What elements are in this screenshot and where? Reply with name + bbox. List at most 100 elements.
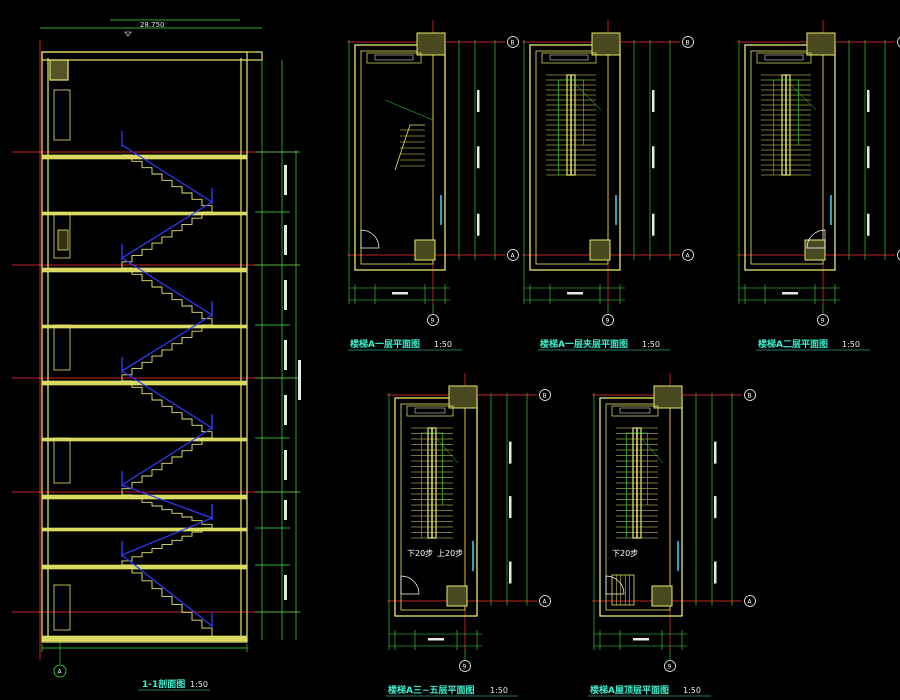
plan-scale: 1:50 <box>434 340 452 349</box>
stair-down-label: 下20步 <box>407 549 433 558</box>
plan-outer-wall <box>599 397 683 617</box>
axis-bubble-a <box>539 595 551 607</box>
section-dimension-lines <box>40 19 300 652</box>
axis-label-b: B <box>511 40 515 47</box>
stair-plan-drawings: BA9楼梯A一层平面图1:50BA9楼梯A一层夹层平面图1:50BA9楼梯A二层… <box>347 20 900 697</box>
section-caption: 1-1剖面图 <box>142 678 185 690</box>
axis-label-a: A <box>686 253 691 260</box>
stair-flight-steps <box>122 267 213 325</box>
axis-bubble-b <box>744 389 756 401</box>
plan-outer-wall <box>354 44 446 271</box>
stair-handrail-line <box>121 144 213 203</box>
section-axis-label: A <box>58 669 63 676</box>
section-walls <box>41 51 263 643</box>
plan-stair-treads <box>546 74 602 176</box>
plan-scale: 1:50 <box>683 686 701 695</box>
stair-plan-4: B A 9 下20步上20步楼梯A三~五层平面图 1:50 <box>386 373 551 697</box>
section-stair-flights <box>121 131 213 636</box>
plan-outer-wall <box>394 397 478 617</box>
section-dim-text-blocks <box>284 165 301 600</box>
section-openings <box>53 89 71 631</box>
plan-caption: 楼梯A二层平面图 <box>758 338 828 350</box>
stair-plan-3: BA9 楼梯A二层平面图 1:50 <box>737 20 900 351</box>
stair-flight-steps <box>121 527 212 565</box>
plan-scale: 1:50 <box>642 340 660 349</box>
plan-axis-bubbles: BA9 <box>427 36 519 326</box>
stair-handrail-line <box>121 314 213 372</box>
axis-bubble-a <box>897 249 900 261</box>
stair-handrail-line <box>121 484 213 519</box>
section-axis-bubble <box>53 664 67 678</box>
stair-down-label: 下20步 <box>612 549 638 558</box>
axis-label-9: 9 <box>668 664 672 671</box>
stair-flight-steps <box>121 211 212 268</box>
roof-hatch <box>611 574 635 606</box>
plan-stair-treads <box>411 427 459 539</box>
plan-stair-treads <box>384 99 434 171</box>
plan-caption: 楼梯A屋顶层平面图 <box>590 684 669 696</box>
section-floor-slabs <box>41 154 248 642</box>
axis-bubble-a <box>744 595 756 607</box>
axis-bubble-b <box>682 36 694 48</box>
axis-bubble-a <box>507 249 519 261</box>
elevation-marker-icon <box>124 31 132 37</box>
stair-handrail-line <box>121 427 213 486</box>
plan-scale: 1:50 <box>490 686 508 695</box>
stair-plan-2: B A 9 楼梯A一层夹层平面图 1:50 <box>522 20 694 351</box>
axis-label-9: 9 <box>821 318 825 325</box>
plan-stair-treads <box>761 74 817 176</box>
axis-label-9: 9 <box>431 318 435 325</box>
plan-caption: 楼梯A一层夹层平面图 <box>540 338 628 350</box>
axis-bubble-a <box>682 249 694 261</box>
stair-flight-steps <box>122 494 213 528</box>
axis-label-b: B <box>543 393 547 400</box>
stair-flight-steps <box>122 154 213 212</box>
plan-dimension-lines <box>523 40 671 304</box>
section-top-elevation: 28.750 <box>140 21 165 29</box>
stair-plan-1: BA9 楼梯A一层平面图 1:50 <box>347 20 519 351</box>
axis-label-b: B <box>748 393 752 400</box>
stair-handrail-line <box>121 370 213 429</box>
plan-dimension-lines <box>388 393 528 650</box>
axis-label-a: A <box>748 599 753 606</box>
section-scale: 1:50 <box>190 680 208 689</box>
plan-axis-bubbles: B A 9 <box>459 389 551 672</box>
door-swing-icon <box>400 575 420 595</box>
plan-axis-bubbles: B A 9 <box>664 389 756 672</box>
axis-bubble-b <box>507 36 519 48</box>
stair-handrail-line <box>121 517 213 556</box>
axis-label-9: 9 <box>606 318 610 325</box>
axis-bubble-b <box>897 36 900 48</box>
plan-dimension-lines <box>738 40 886 304</box>
stair-up-label: 上20步 <box>437 549 463 558</box>
axis-bubble-9 <box>427 314 439 326</box>
plan-scale: 1:50 <box>842 340 860 349</box>
stair-handrail-line <box>121 201 213 259</box>
axis-label-b: B <box>686 40 690 47</box>
stair-handrail-line <box>121 257 213 316</box>
axis-bubble-9 <box>664 660 676 672</box>
plan-stair-treads <box>616 427 664 539</box>
stair-flight-steps <box>122 564 213 636</box>
axis-label-a: A <box>543 599 548 606</box>
axis-bubble-9 <box>459 660 471 672</box>
stair-flight-steps <box>121 437 212 495</box>
plan-caption: 楼梯A三~五层平面图 <box>388 684 475 696</box>
stair-handrail-line <box>121 554 213 627</box>
plan-dimension-lines <box>348 40 496 304</box>
stair-flight-steps <box>122 380 213 438</box>
plan-axis-bubbles: BA9 <box>817 36 900 326</box>
axis-label-9: 9 <box>463 664 467 671</box>
axis-bubble-b <box>539 389 551 401</box>
plan-caption: 楼梯A一层平面图 <box>350 338 420 350</box>
plan-outer-wall <box>744 44 836 271</box>
stair-flight-steps <box>121 324 212 381</box>
plan-axis-bubbles: B A 9 <box>602 36 694 326</box>
axis-bubble-9 <box>602 314 614 326</box>
plan-dimension-lines <box>593 393 733 650</box>
section-1-1-drawing: 28.750 A 1-1剖面图 1:50 <box>12 19 301 691</box>
axis-bubble-9 <box>817 314 829 326</box>
section-floor-grid-lines <box>12 40 300 660</box>
